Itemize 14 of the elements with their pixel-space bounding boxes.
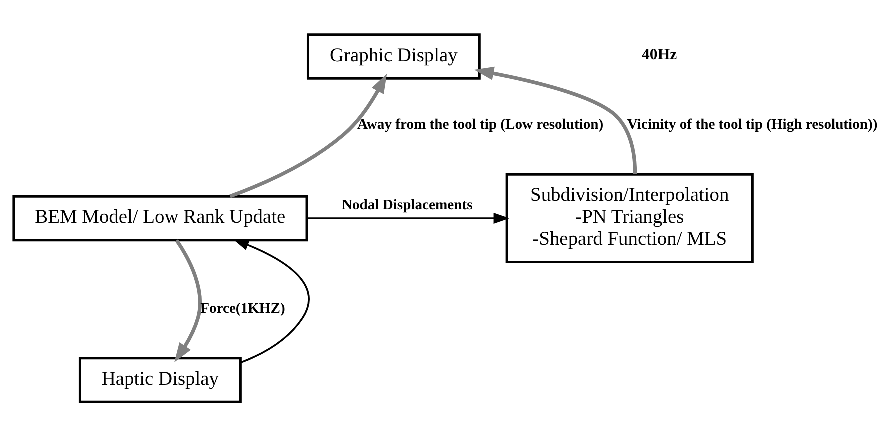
node-box: BEM Model/ Low Rank Update — [12, 195, 308, 242]
edge-label: Force(1KHZ) — [200, 300, 286, 317]
arrow — [307, 212, 510, 224]
node-box: Subdivision/Interpolation -PN Triangles -Shepard Function/ MLS — [506, 174, 754, 264]
node-box: Haptic Display — [78, 357, 242, 404]
edge-label: Away from the tool tip (Low resolution) — [357, 117, 604, 134]
edge-label: Vicinity of the tool tip (High resolution)) — [627, 117, 878, 134]
label: 40Hz — [642, 46, 678, 64]
arrow — [474, 66, 638, 174]
arrow — [174, 239, 202, 363]
edge-label: Nodal Displacements — [342, 198, 473, 214]
arrow — [233, 239, 310, 364]
arrow — [230, 74, 388, 198]
node-box: Graphic Display — [307, 34, 481, 80]
